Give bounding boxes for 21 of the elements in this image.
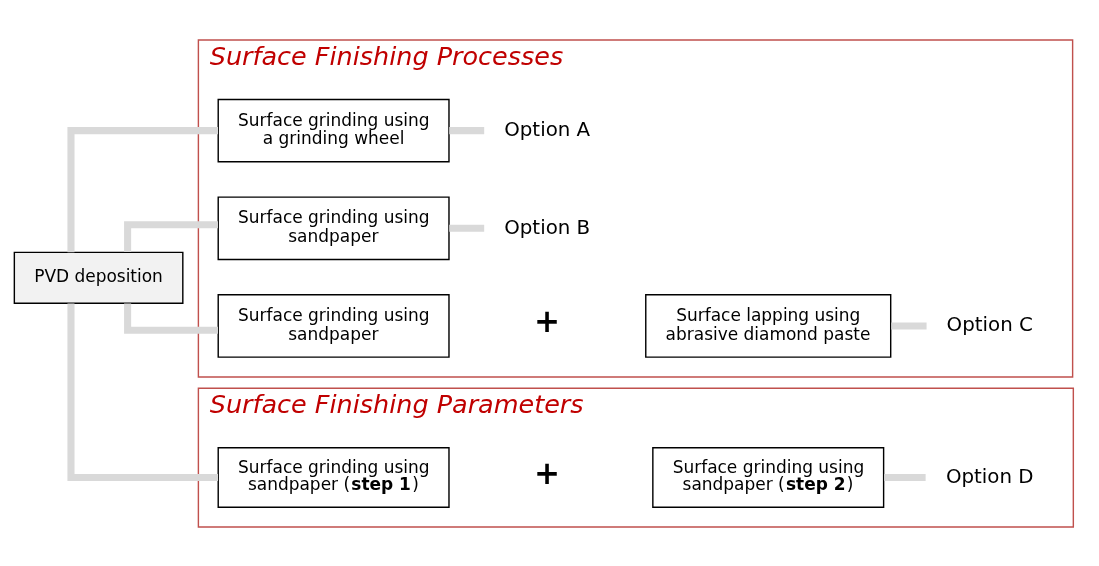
node-text: Option B [504,215,591,239]
node-box: PVD deposition [13,251,184,304]
connector [449,224,485,232]
node-text: Option A [504,117,591,141]
connector [124,302,218,334]
connector [891,321,927,329]
node-box: Surface grinding using sandpaper [217,293,450,358]
node-box: Surface grinding using a grinding wheel [217,98,450,162]
connector [449,126,485,134]
node-box: Surface grinding using sandpaper [217,195,450,260]
node-box: Surface lapping using abrasive diamond paste [645,293,892,358]
node-box: Surface grinding using sandpaper (step 1) [217,446,450,508]
connector [884,473,926,481]
node-text: Option D [945,464,1034,488]
connector [67,126,219,252]
label: + [533,302,561,339]
label: + [533,454,561,491]
node-box: Surface grinding using sandpaper (step 2) [652,446,885,508]
connector [124,220,218,252]
connector [67,303,219,481]
node-text: Option C [946,312,1033,336]
